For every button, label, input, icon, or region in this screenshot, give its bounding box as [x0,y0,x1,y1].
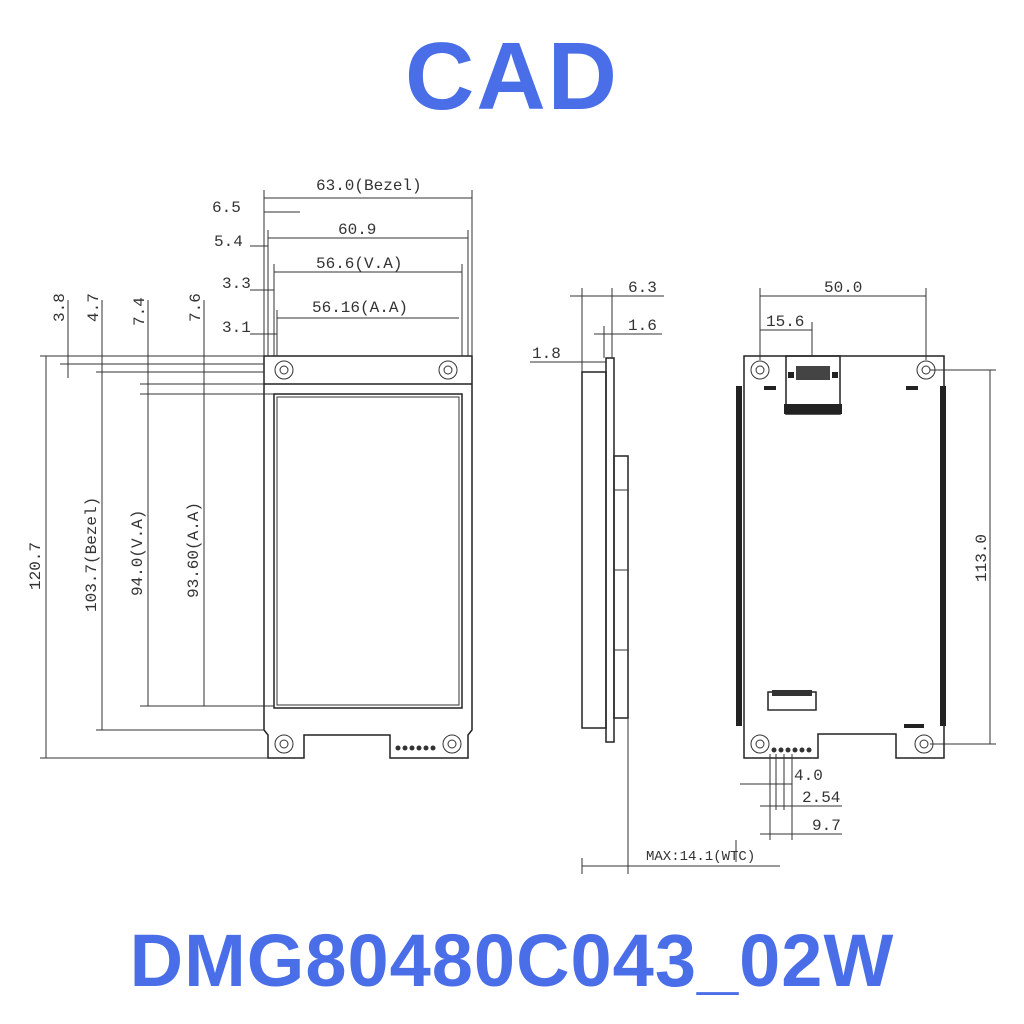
cad-drawing-svg: 63.0(Bezel) 6.5 60.9 5.4 56.6(V.A) 3.3 5… [27,177,996,874]
back-hole-bottom-left [750,734,770,754]
cad-drawing: 63.0(Bezel) 6.5 60.9 5.4 56.6(V.A) 3.3 5… [0,150,1024,890]
dim-depth-1-6: 1.6 [628,317,657,335]
dim-total-height: 120.7 [27,542,45,590]
side-view: 6.3 1.6 1.8 MAX:14.1(WTC) [530,279,780,874]
dim-top-4-7: 4.7 [85,293,103,322]
dim-top-3-8: 3.8 [51,293,69,322]
back-marker-br [904,724,924,728]
dim-aa-height: 93.60(A.A) [185,502,203,598]
fpc-connector [767,690,817,711]
mount-hole-top-right [438,360,458,380]
dim-aa-width: 56.16(A.A) [312,299,408,317]
front-view: 63.0(Bezel) 6.5 60.9 5.4 56.6(V.A) 3.3 5… [27,177,473,759]
dim-top-7-6: 7.6 [187,293,205,322]
front-pin-header [395,745,436,751]
dim-va-height: 94.0(V.A) [129,510,147,596]
side-components [613,455,629,719]
model-name: DMG80480C043_02W [129,919,895,1002]
back-edge-left [736,386,742,726]
page-title: CAD [405,23,619,130]
dim-hole-height: 113.0 [973,534,991,582]
dim-max-depth: MAX:14.1(WTC) [646,849,755,865]
dim-usb-offset: 15.6 [766,313,804,331]
side-pcb [605,357,615,743]
back-view: 50.0 15.6 113.0 4.0 2.54 9.7 [735,279,996,862]
dim-va-width: 56.6(V.A) [316,255,402,273]
dim-offset-3-3: 3.3 [222,275,251,293]
back-hole-top-left [750,360,770,380]
dim-bezel-height: 103.7(Bezel) [83,497,101,612]
back-marker-tr [906,386,918,390]
front-board-outline [263,355,473,759]
side-panel [581,371,607,729]
back-pin-header [771,747,812,753]
dim-offset-6-5: 6.5 [212,199,241,217]
dim-bezel-width: 63.0(Bezel) [316,177,422,195]
dim-top-7-4: 7.4 [131,297,149,326]
usb-connector [784,355,842,415]
front-screen [273,393,463,709]
dim-pin-pitch: 2.54 [802,789,840,807]
dim-width-60-9: 60.9 [338,221,376,239]
mount-hole-bottom-right [442,734,462,754]
front-horizontal-dims [250,190,473,356]
back-edge-right [940,386,946,726]
back-board-outline [743,355,945,759]
back-marker-tl [764,386,776,390]
dim-offset-3-1: 3.1 [222,319,251,337]
dim-pin-9-7: 9.7 [812,817,841,835]
dim-pin-4-0: 4.0 [794,767,823,785]
dim-depth-6-3: 6.3 [628,279,657,297]
front-active-area [276,396,460,706]
dim-hole-spacing: 50.0 [824,279,862,297]
mount-hole-top-left [274,360,294,380]
mount-hole-bottom-left [274,734,294,754]
dim-offset-5-4: 5.4 [214,233,243,251]
front-vertical-dims [40,300,274,759]
dim-depth-1-8: 1.8 [532,345,561,363]
